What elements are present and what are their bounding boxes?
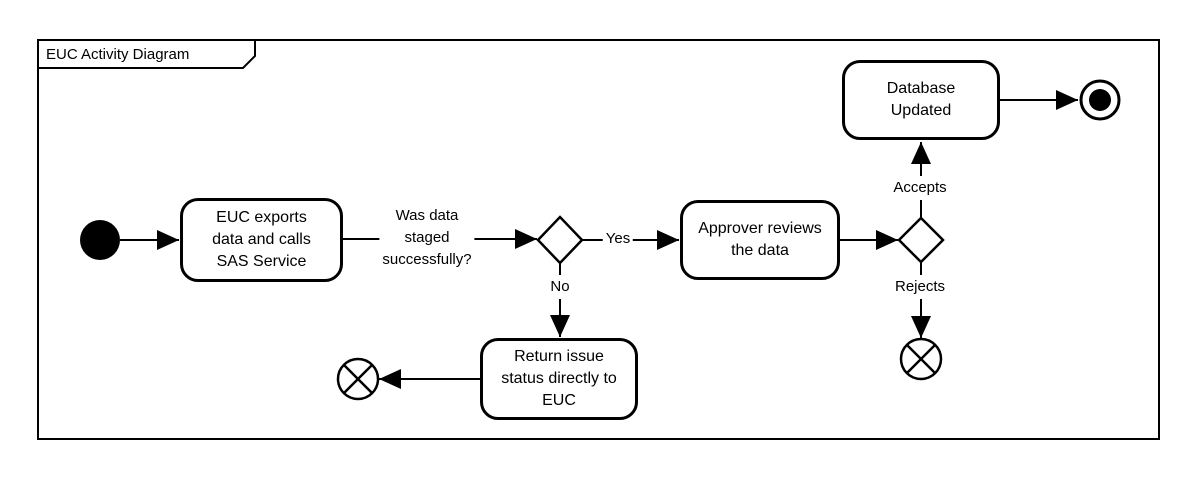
start-event-icon — [80, 220, 120, 260]
diagram-frame — [37, 39, 1160, 440]
gateway-review-diamond — [897, 216, 945, 264]
gateway-staged-diamond — [536, 215, 584, 265]
edge-label-rejects: Rejects — [891, 275, 949, 299]
end-event-icon — [1079, 79, 1121, 121]
edge-label-question: Was data staged successfully? — [379, 204, 475, 272]
frame-title: EUC Activity Diagram — [46, 46, 190, 63]
task-database-updated: Database Updated — [842, 60, 1000, 140]
edge-label-no: No — [547, 275, 573, 299]
edge-label-accepts: Accepts — [890, 176, 950, 200]
task-euc-exports: EUC exports data and calls SAS Service — [180, 198, 343, 282]
cancel-event-right-icon — [899, 337, 943, 381]
cancel-event-left-icon — [336, 357, 380, 401]
task-return-issue: Return issue status directly to EUC — [480, 338, 638, 420]
task-approver-reviews: Approver reviews the data — [680, 200, 840, 280]
edge-label-yes: Yes — [602, 227, 634, 251]
frame-title-tab — [37, 39, 256, 69]
